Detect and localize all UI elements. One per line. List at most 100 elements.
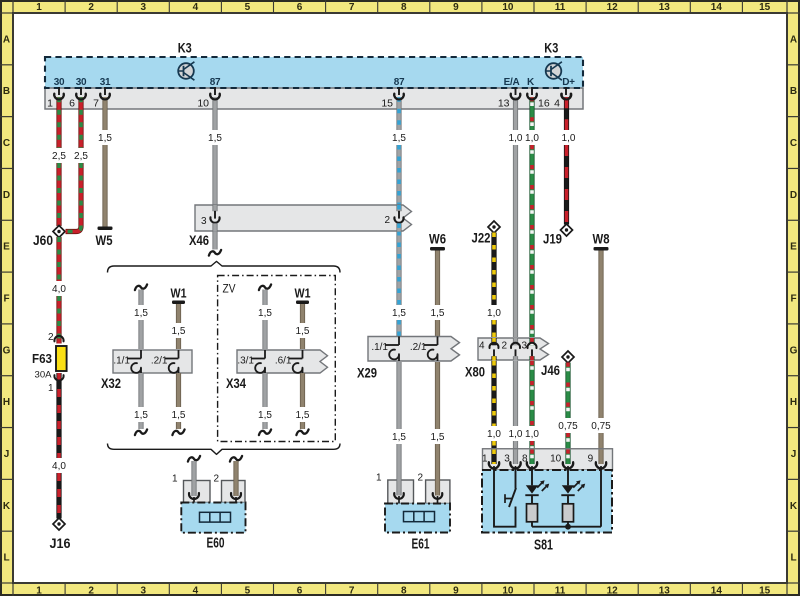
svg-text:1,5: 1,5: [296, 410, 310, 421]
svg-text:D: D: [3, 190, 10, 201]
svg-text:5: 5: [245, 2, 251, 13]
svg-text:.1/1: .1/1: [371, 342, 388, 353]
svg-text:13: 13: [659, 2, 671, 13]
svg-text:0,75: 0,75: [591, 421, 611, 432]
svg-text:3: 3: [201, 216, 207, 227]
svg-text:J46: J46: [541, 362, 560, 378]
svg-text:1: 1: [376, 473, 382, 484]
svg-text:2: 2: [48, 332, 54, 343]
svg-text:2: 2: [213, 474, 219, 485]
svg-text:H: H: [3, 397, 10, 408]
svg-text:10: 10: [502, 586, 514, 596]
svg-text:9: 9: [588, 454, 594, 465]
svg-text:E61: E61: [412, 537, 430, 553]
svg-text:3: 3: [521, 340, 527, 351]
svg-text:A: A: [790, 34, 797, 45]
svg-text:K: K: [527, 77, 535, 88]
svg-text:13: 13: [498, 98, 510, 110]
svg-text:1,5: 1,5: [172, 326, 186, 337]
svg-text:X34: X34: [226, 375, 246, 391]
svg-text:13: 13: [659, 586, 671, 596]
svg-text:1: 1: [47, 98, 53, 110]
svg-text:16: 16: [538, 98, 550, 110]
svg-text:J16: J16: [50, 535, 71, 551]
svg-text:8: 8: [522, 454, 528, 465]
svg-text:2: 2: [88, 2, 94, 13]
svg-text:15: 15: [381, 98, 393, 110]
svg-text:14: 14: [711, 586, 723, 596]
svg-text:H: H: [790, 397, 797, 408]
svg-text:.2/1: .2/1: [151, 356, 168, 367]
svg-text:8: 8: [401, 2, 407, 13]
svg-text:1,5: 1,5: [134, 410, 148, 421]
svg-text:G: G: [3, 345, 11, 356]
svg-text:5: 5: [245, 586, 251, 596]
svg-text:.3/1: .3/1: [237, 356, 254, 367]
svg-text:1: 1: [48, 383, 54, 394]
svg-text:1,5: 1,5: [296, 326, 310, 337]
svg-text:.1/1: .1/1: [113, 356, 130, 367]
svg-text:L: L: [3, 553, 9, 564]
svg-text:10: 10: [550, 454, 562, 465]
svg-text:.2/1: .2/1: [410, 342, 427, 353]
svg-text:1: 1: [36, 586, 42, 596]
svg-text:W1: W1: [295, 286, 311, 301]
svg-text:F: F: [3, 294, 9, 305]
svg-text:C: C: [3, 138, 10, 149]
svg-text:W5: W5: [96, 232, 113, 248]
svg-text:3: 3: [140, 586, 146, 596]
svg-text:7: 7: [349, 2, 355, 13]
svg-text:1: 1: [482, 454, 488, 465]
svg-text:ZV: ZV: [223, 282, 236, 296]
svg-text:2: 2: [501, 340, 507, 351]
svg-text:14: 14: [711, 2, 723, 13]
svg-text:W1: W1: [171, 286, 187, 301]
svg-text:.6/1: .6/1: [275, 356, 292, 367]
svg-text:E/A: E/A: [504, 77, 520, 88]
svg-text:S81: S81: [534, 538, 553, 554]
svg-text:D+: D+: [562, 77, 575, 88]
svg-text:1,0: 1,0: [509, 429, 523, 440]
svg-text:X80: X80: [465, 364, 485, 380]
svg-text:B: B: [3, 86, 10, 97]
svg-text:1,5: 1,5: [431, 432, 445, 443]
svg-text:W6: W6: [429, 231, 446, 247]
svg-text:3: 3: [504, 454, 510, 465]
svg-text:L: L: [790, 553, 796, 564]
svg-text:A: A: [3, 34, 10, 45]
svg-text:10: 10: [502, 2, 514, 13]
svg-text:E: E: [790, 242, 797, 253]
svg-text:12: 12: [607, 2, 619, 13]
svg-text:4: 4: [479, 340, 485, 351]
svg-text:1,5: 1,5: [431, 308, 445, 319]
svg-text:1,5: 1,5: [258, 410, 272, 421]
svg-text:J19: J19: [543, 231, 562, 247]
svg-text:1,0: 1,0: [525, 133, 539, 144]
svg-text:X29: X29: [357, 365, 377, 381]
svg-text:1,0: 1,0: [525, 429, 539, 440]
svg-text:87: 87: [394, 77, 405, 88]
svg-text:1,5: 1,5: [98, 133, 112, 144]
svg-text:1,5: 1,5: [392, 308, 406, 319]
svg-text:1: 1: [172, 474, 178, 485]
svg-text:2,5: 2,5: [52, 151, 66, 162]
svg-text:10: 10: [197, 98, 209, 110]
svg-text:30: 30: [76, 77, 87, 88]
svg-text:7: 7: [93, 98, 99, 110]
svg-text:6: 6: [297, 2, 303, 13]
svg-text:E: E: [3, 242, 10, 253]
svg-text:1: 1: [36, 2, 42, 13]
svg-text:7: 7: [349, 586, 355, 596]
svg-text:0,75: 0,75: [558, 421, 578, 432]
svg-text:87: 87: [210, 77, 221, 88]
svg-text:4,0: 4,0: [52, 461, 66, 472]
svg-text:E60: E60: [207, 536, 225, 552]
svg-text:3: 3: [140, 2, 146, 13]
svg-text:2: 2: [384, 215, 390, 226]
svg-text:G: G: [790, 345, 798, 356]
svg-text:2: 2: [88, 586, 94, 596]
svg-text:K: K: [790, 501, 798, 512]
svg-text:K: K: [3, 501, 11, 512]
svg-text:1,5: 1,5: [392, 432, 406, 443]
svg-text:J: J: [4, 449, 10, 460]
